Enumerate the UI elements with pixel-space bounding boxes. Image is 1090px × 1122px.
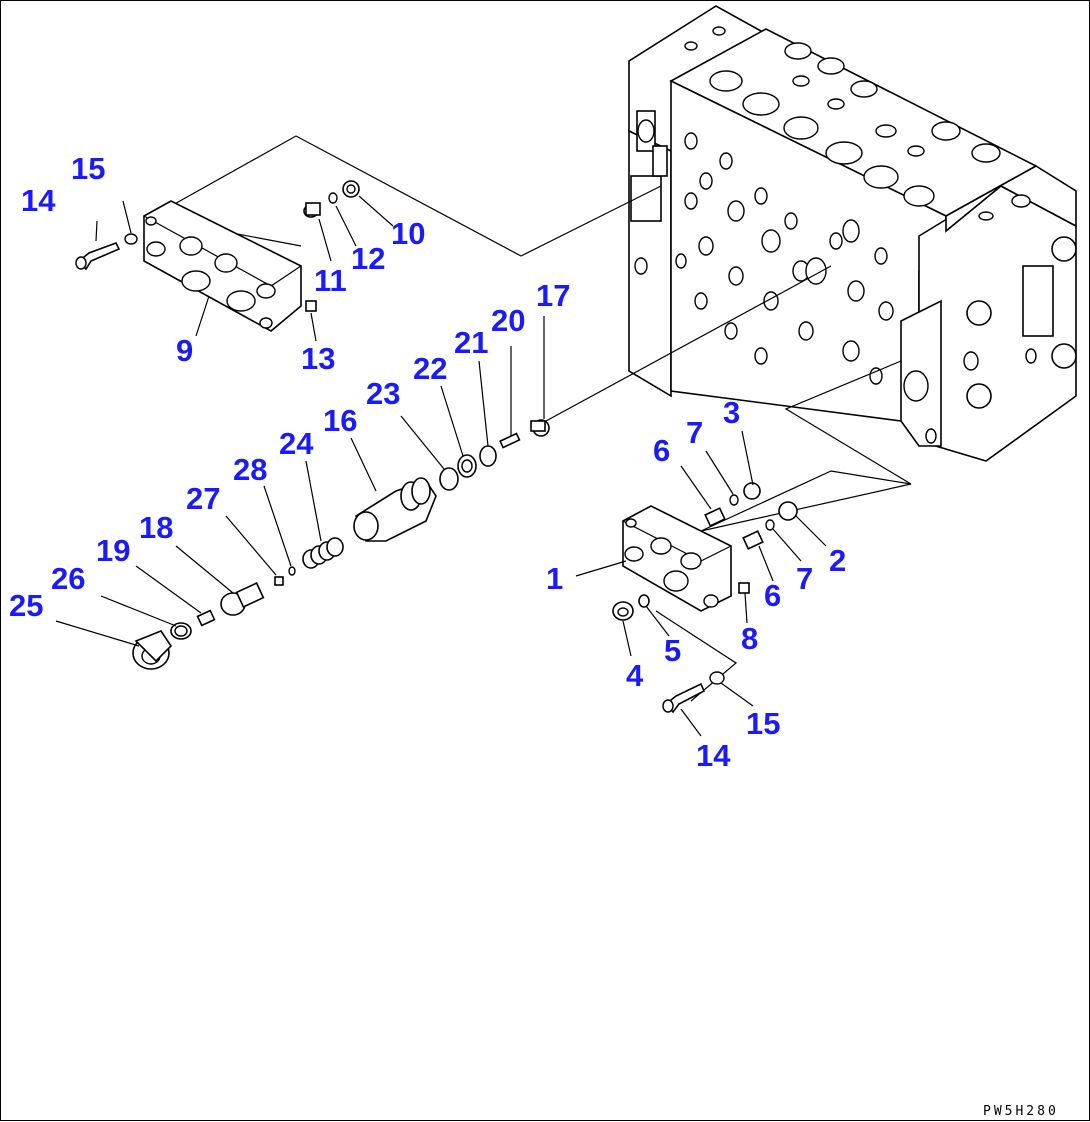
callout-6a: 6 xyxy=(653,433,670,468)
callout-24: 24 xyxy=(279,426,314,461)
callout-21: 21 xyxy=(454,325,488,360)
callout-7b: 7 xyxy=(796,561,813,596)
callout-15a: 15 xyxy=(71,151,105,186)
callout-1: 1 xyxy=(546,561,563,596)
callout-8: 8 xyxy=(741,621,758,656)
callout-2: 2 xyxy=(829,543,846,578)
callout-26: 26 xyxy=(51,561,85,596)
cover-assembly-1 xyxy=(612,482,798,714)
callout-13: 13 xyxy=(301,341,335,376)
callout-12: 12 xyxy=(351,241,385,276)
callout-25: 25 xyxy=(9,588,43,623)
callout-14b: 14 xyxy=(696,738,731,773)
callout-11: 11 xyxy=(314,263,347,298)
callout-leaders xyxy=(55,195,827,737)
callout-6b: 6 xyxy=(764,578,781,613)
callout-27: 27 xyxy=(186,481,220,516)
callout-18: 18 xyxy=(139,510,173,545)
callout-28: 28 xyxy=(233,452,267,487)
callout-20: 20 xyxy=(491,303,525,338)
callout-16: 16 xyxy=(323,403,357,438)
cover-assembly-9 xyxy=(75,180,360,332)
callout-19: 19 xyxy=(96,533,130,568)
callout-22: 22 xyxy=(413,351,447,386)
callout-5: 5 xyxy=(664,633,681,668)
callout-3: 3 xyxy=(723,395,740,430)
relief-valve-cartridge xyxy=(132,419,550,670)
drawing-reference-code: PW5H280 xyxy=(983,1104,1059,1119)
callout-15b: 15 xyxy=(746,706,780,741)
callout-17: 17 xyxy=(536,278,570,313)
callout-labels: 14 15 10 12 11 9 13 17 20 21 22 23 16 24… xyxy=(9,151,846,773)
callout-7a: 7 xyxy=(686,415,703,450)
main-valve-body xyxy=(628,5,1077,462)
callout-10: 10 xyxy=(391,216,425,251)
callout-4: 4 xyxy=(626,658,644,693)
callout-23: 23 xyxy=(366,376,400,411)
callout-14a: 14 xyxy=(21,183,56,218)
callout-9: 9 xyxy=(176,333,193,368)
